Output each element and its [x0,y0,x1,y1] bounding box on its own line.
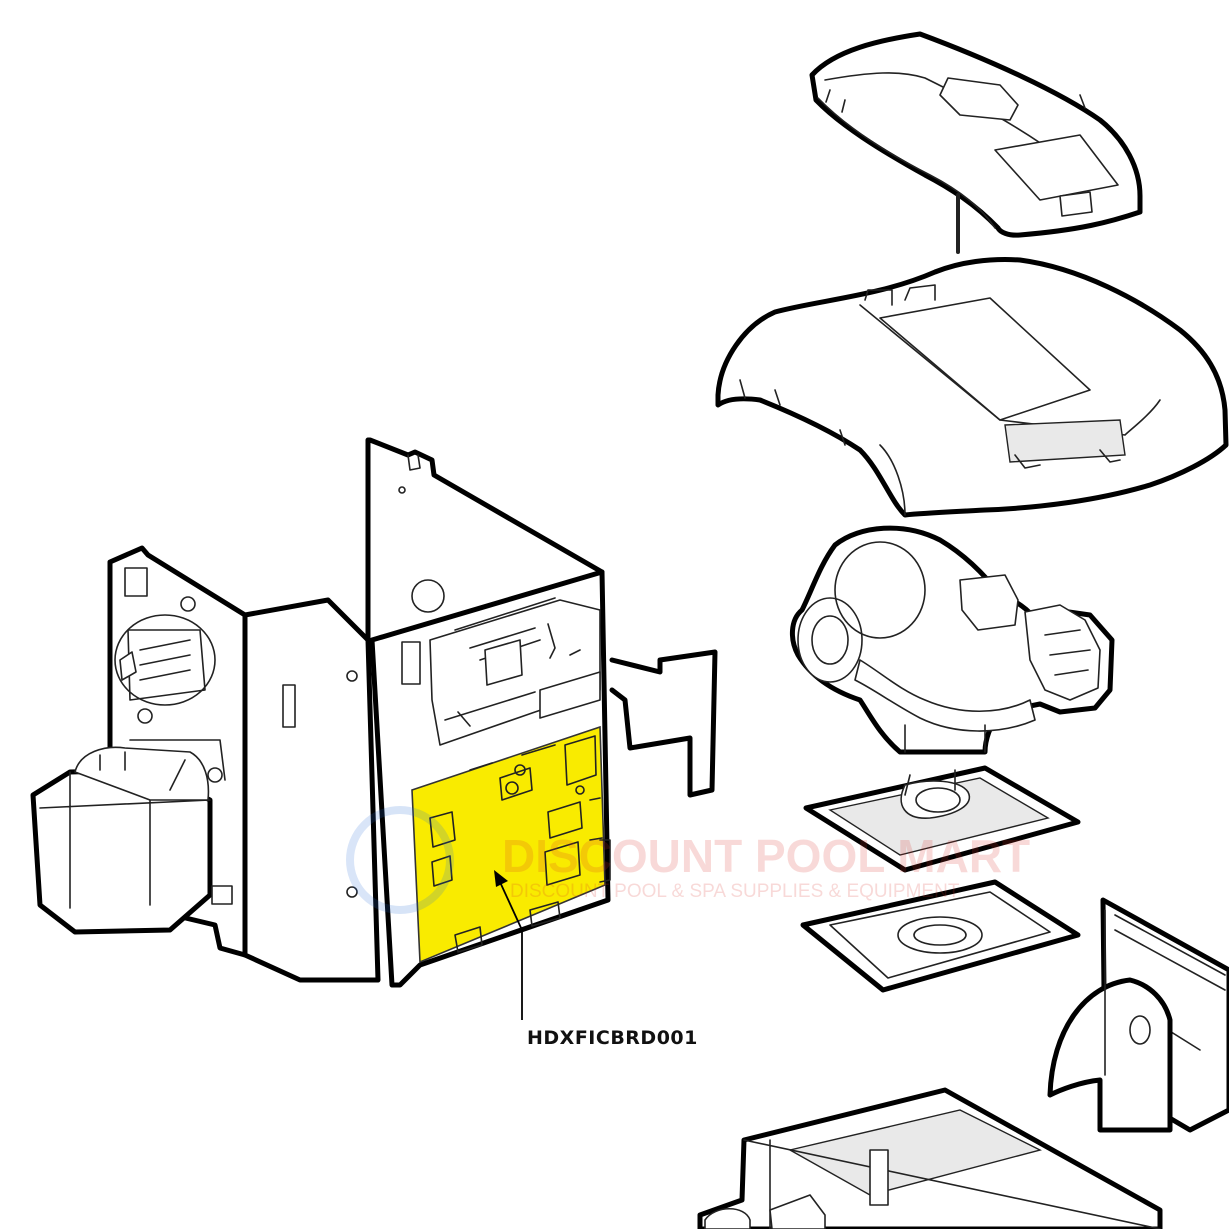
callout-arrowhead-icon [494,870,508,887]
wire-harness-outline [609,649,718,798]
pressure-switch [114,567,216,724]
transformer [30,739,233,935]
watermark-tagline: DISCOUNT POOL & SPA SUPPLIES & EQUIPMENT [510,881,960,902]
control-board-highlight [411,725,611,964]
housing-cover [715,257,1229,518]
watermark: DISCOUNT POOL MART DISCOUNT POOL & SPA S… [346,806,1030,914]
heat-exchanger [697,1087,1163,1229]
callout-arrow-shaft [499,881,523,931]
top-cover-lid [809,31,1143,238]
blower-assembly [790,525,1115,755]
burner-plate [803,765,1081,873]
watermark-brand: DISCOUNT POOL MART [502,830,1030,882]
burner-gasket [800,879,1081,993]
flue-collector [1047,897,1229,1133]
part-number-label: HDXFICBRD001 [527,1027,698,1049]
part-callout: HDXFICBRD001 [494,870,698,1049]
display-interface-board [401,597,601,746]
